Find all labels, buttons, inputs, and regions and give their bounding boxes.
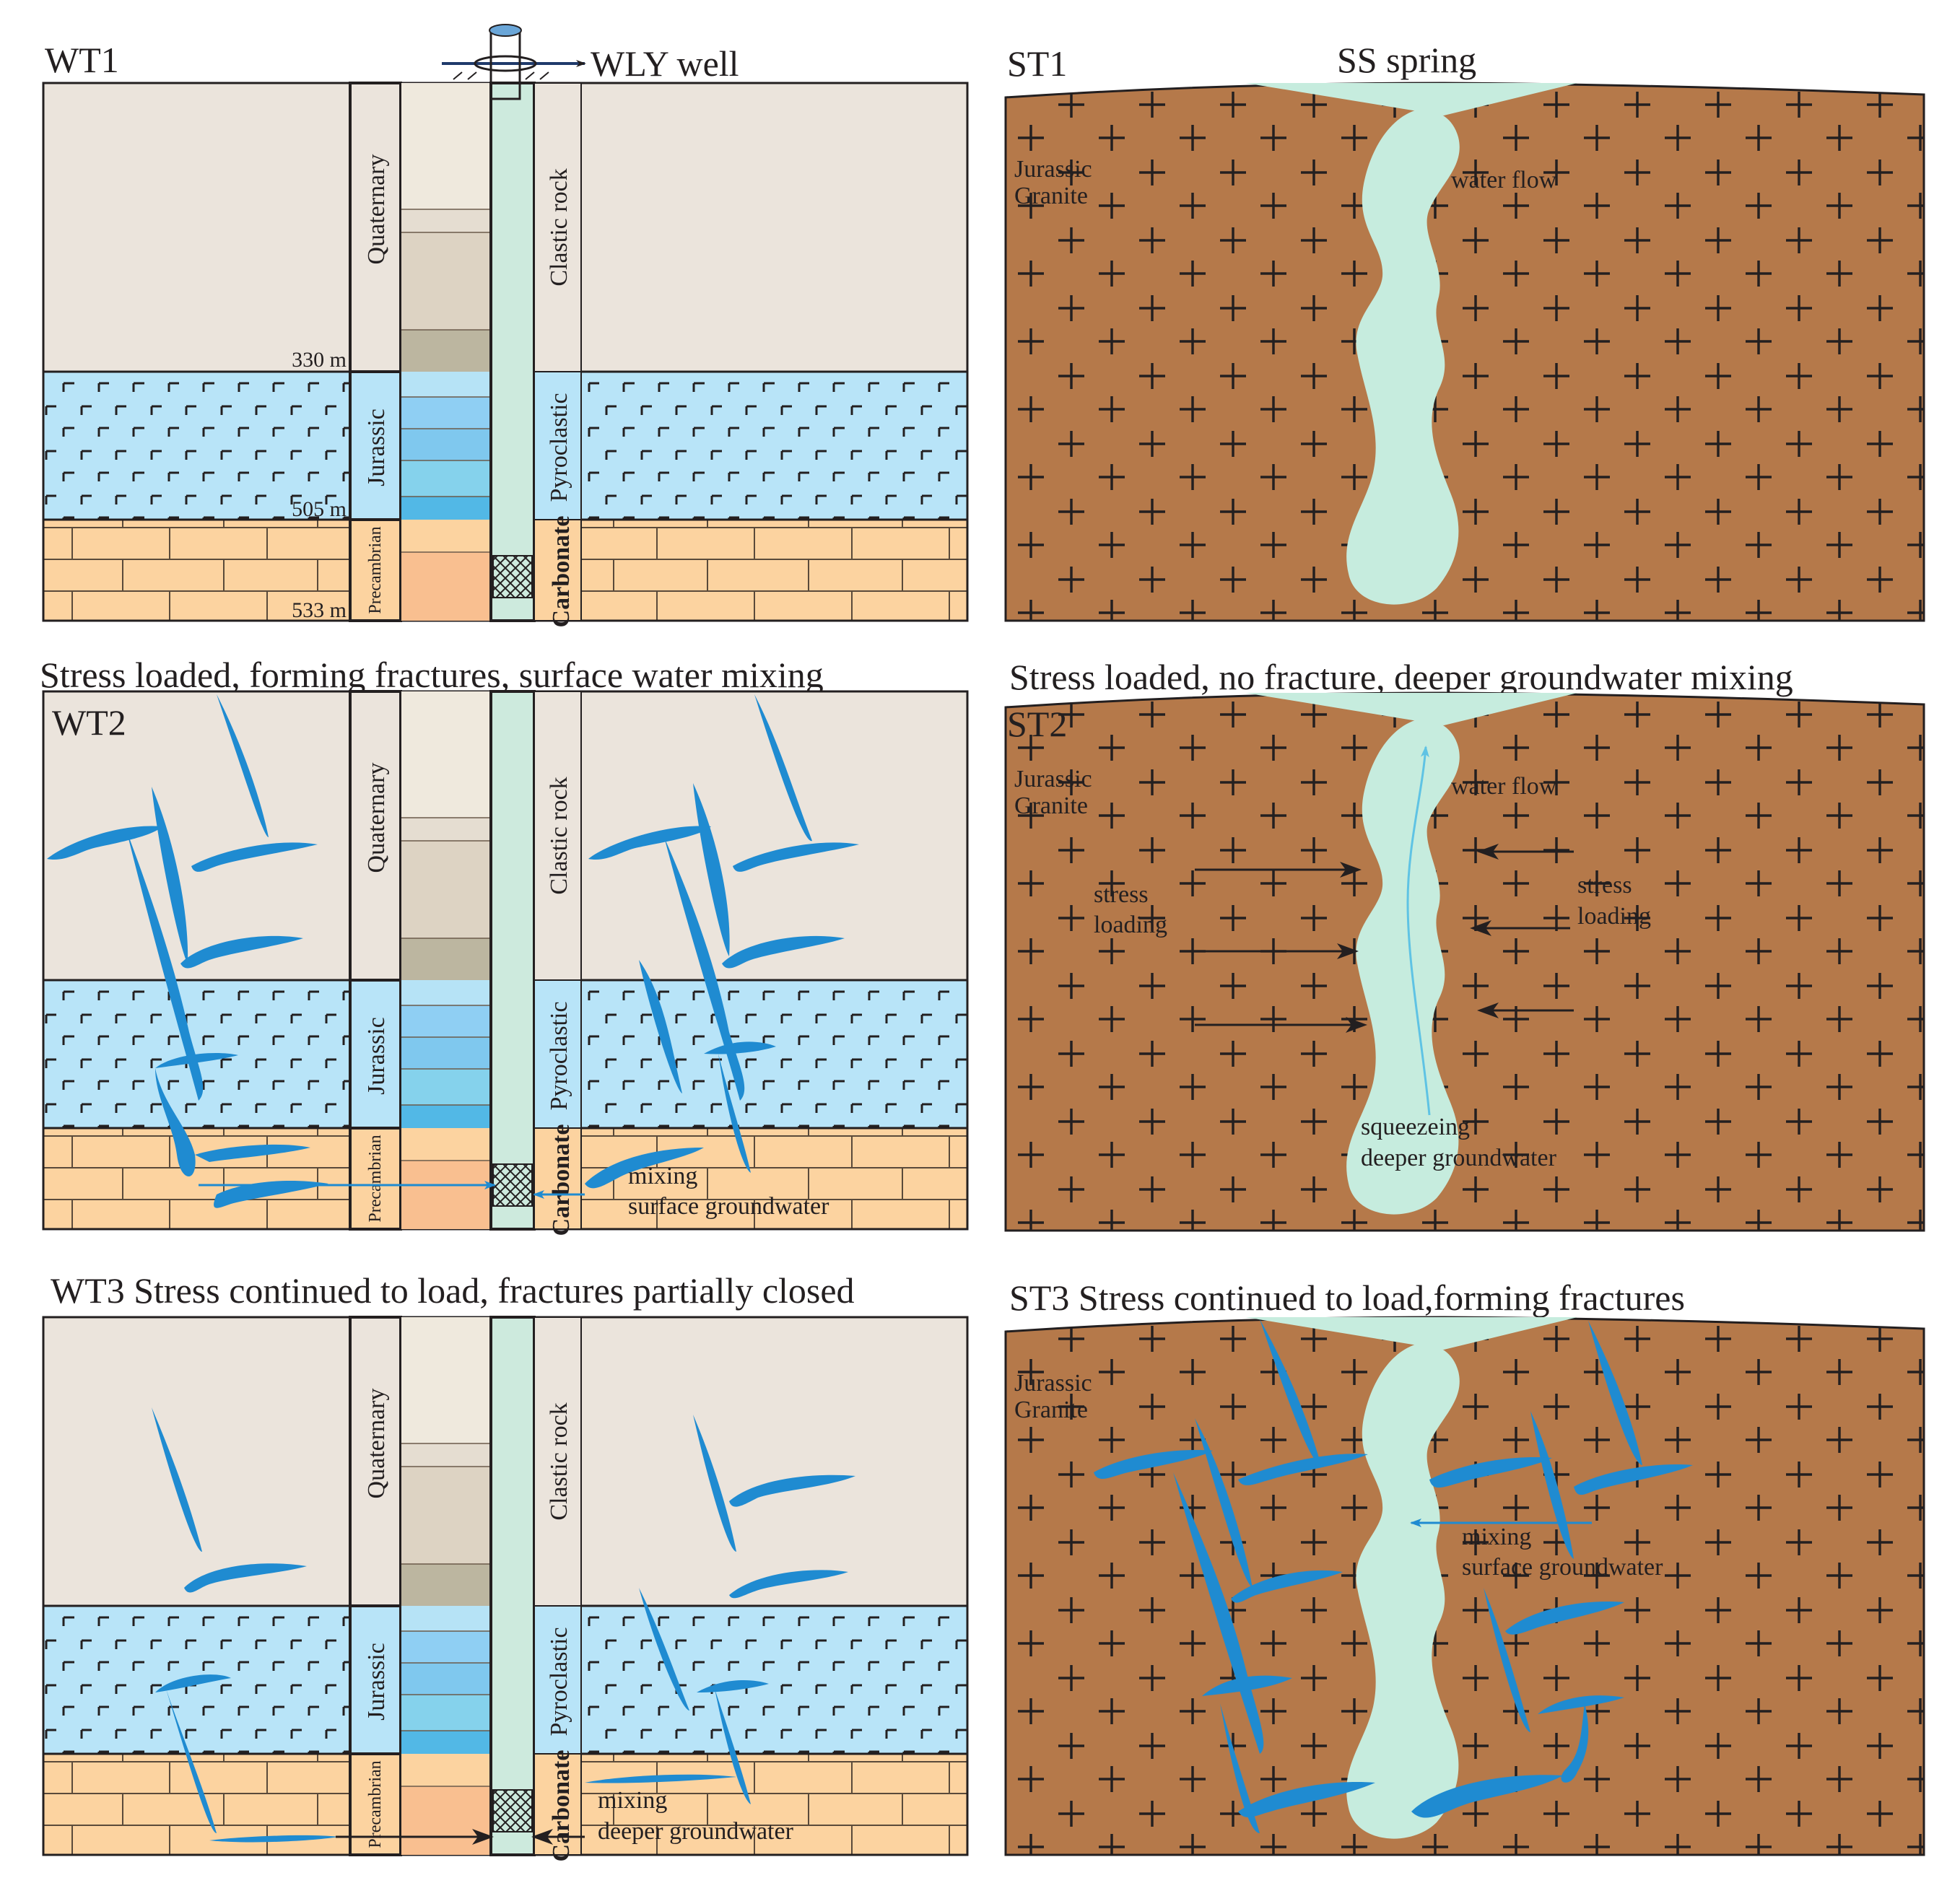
granite-label-1: Jurassic	[1014, 156, 1092, 183]
wt2-panel: Stress loaded, forming fractures, surfac…	[40, 655, 969, 1236]
fractures-left-closed	[152, 1407, 339, 1843]
st1-panel: ST1 SS spring Jurassic Granite water flo…	[1004, 40, 1925, 622]
wt3-mixing-label: mixing	[598, 1787, 667, 1814]
layer-pyroclastic: Pyroclastic	[546, 1627, 572, 1736]
layer-pyroclastic: Pyroclastic	[546, 1001, 572, 1110]
layer-precambrian: Precambrian	[366, 526, 385, 613]
well-name: WLY well	[591, 43, 739, 84]
stress-label-right-2: loading	[1577, 903, 1651, 930]
wt2-mixing-label: mixing	[628, 1163, 697, 1189]
st1-label: ST1	[1007, 43, 1067, 84]
layer-precambrian: Precambrian	[366, 1760, 385, 1848]
squeeze-label-1: squeezeing	[1361, 1114, 1470, 1140]
spring-name: SS spring	[1337, 40, 1476, 80]
layer-carbonate: Carbonate	[548, 1124, 575, 1236]
granite-label-2: Granite	[1014, 1397, 1088, 1423]
st3-panel: ST3 Stress continued to load,forming fra…	[1004, 1277, 1925, 1856]
layer-jurassic: Jurassic	[363, 409, 390, 486]
layer-quaternary: Quaternary	[363, 1389, 390, 1499]
layer-clastic: Clastic rock	[546, 777, 572, 894]
wt3-panel: WT3 Stress continued to load, fractures …	[42, 1270, 969, 1862]
st2-panel: Stress loaded, no fracture, deeper groun…	[1004, 657, 1925, 1232]
fractures-right	[585, 694, 859, 1189]
st3-label: ST3 Stress continued to load,forming fra…	[1009, 1277, 1685, 1318]
stress-label-right-1: stress	[1577, 872, 1632, 899]
granite-label-1: Jurassic	[1014, 1370, 1092, 1397]
layer-jurassic: Jurassic	[363, 1643, 390, 1721]
layer-precambrian: Precambrian	[366, 1135, 385, 1222]
layer-clastic: Clastic rock	[546, 168, 572, 286]
fractures-left	[47, 694, 328, 1208]
layer-quaternary: Quaternary	[363, 154, 390, 265]
st2-caption: Stress loaded, no fracture, deeper groun…	[1009, 657, 1793, 697]
wt1-label: WT1	[45, 40, 119, 80]
water-flow-label: water flow	[1451, 167, 1557, 193]
stress-label-left-1: stress	[1094, 881, 1149, 908]
granite-label-2: Granite	[1014, 792, 1088, 819]
wt2-caption: Stress loaded, forming fractures, surfac…	[40, 655, 824, 695]
water-flow-label: water flow	[1451, 773, 1557, 800]
layer-pyroclastic: Pyroclastic	[546, 393, 572, 502]
depth-505: 505 m	[292, 497, 347, 521]
wt1-panel: WT1 WLY well 330 m 505 m 533 m Quaternar…	[42, 24, 969, 628]
wt3-mixing-source: deeper groundwater	[598, 1818, 794, 1845]
depth-533: 533 m	[292, 598, 347, 622]
st3-mixing-label: mixing	[1462, 1524, 1531, 1550]
layer-jurassic: Jurassic	[363, 1017, 390, 1095]
layer-carbonate: Carbonate	[548, 516, 575, 628]
wt2-label: WT2	[52, 702, 126, 743]
stress-arrows-left	[1188, 862, 1367, 1033]
granite-label-2: Granite	[1014, 183, 1088, 209]
wt2-mixing-source: surface groundwater	[628, 1193, 829, 1220]
water-flow-arrow	[1406, 746, 1431, 1116]
layer-carbonate: Carbonate	[548, 1750, 575, 1862]
depth-330: 330 m	[292, 348, 347, 372]
stress-label-left-2: loading	[1094, 912, 1167, 938]
wellhead-icon	[442, 24, 586, 100]
granite-label-1: Jurassic	[1014, 766, 1092, 792]
st2-label: ST2	[1007, 704, 1067, 744]
stress-arrows-right	[1470, 844, 1574, 1018]
fractures-left	[1094, 1319, 1375, 1833]
squeeze-label-2: deeper groundwater	[1361, 1145, 1557, 1171]
layer-quaternary: Quaternary	[363, 763, 390, 873]
layer-clastic: Clastic rock	[546, 1402, 572, 1520]
wt3-label: WT3 Stress continued to load, fractures …	[51, 1270, 855, 1311]
st3-mixing-source: surface groundwater	[1462, 1554, 1663, 1581]
fractures-right-closed	[585, 1415, 855, 1804]
